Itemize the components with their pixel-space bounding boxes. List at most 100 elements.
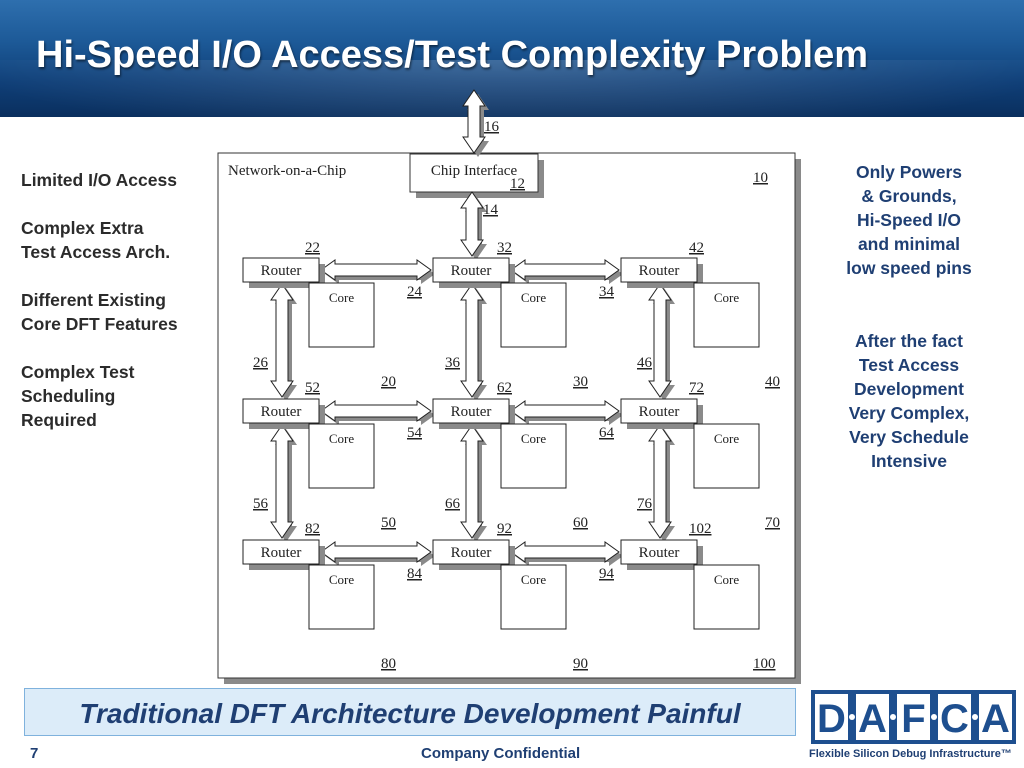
logo-letter-4: A <box>979 694 1012 741</box>
router-label: Router <box>639 545 680 561</box>
ref-92: 92 <box>497 521 512 537</box>
logo-letter-1: A <box>856 694 889 741</box>
ref-16: 16 <box>484 119 500 135</box>
ref-56: 56 <box>253 496 269 512</box>
ref-22: 22 <box>305 240 320 256</box>
ref-46: 46 <box>637 355 653 371</box>
ref-82: 82 <box>305 521 320 537</box>
router-label: Router <box>639 404 680 420</box>
ref-70: 70 <box>765 515 780 531</box>
svg-text:C: C <box>940 697 969 741</box>
ref-90: 90 <box>573 656 588 672</box>
logo-letter-0: D <box>815 694 848 741</box>
ref-80: 80 <box>381 656 396 672</box>
core-r1-c2: Core <box>693 423 760 489</box>
link-v-c0-a <box>270 283 297 401</box>
ref-24: 24 <box>407 284 423 300</box>
ref-50: 50 <box>381 515 396 531</box>
confidential-label: Company Confidential <box>421 745 581 762</box>
router-label: Router <box>261 404 302 420</box>
note-different-existing: Different Existing Core DFT Features <box>21 290 178 334</box>
ref-10: 10 <box>753 170 768 186</box>
link-h-r2-b <box>510 541 623 566</box>
ref-34: 34 <box>599 284 615 300</box>
router-label: Router <box>261 545 302 561</box>
header-band: Hi-Speed I/O Access/Test Complexity Prob… <box>0 0 1024 117</box>
ref-102: 102 <box>689 521 712 537</box>
core-label: Core <box>521 431 547 446</box>
router-label: Router <box>451 263 492 279</box>
link-v-c1-a <box>460 283 487 401</box>
links <box>270 89 675 566</box>
link-h-r2-a <box>320 541 435 566</box>
ref-32: 32 <box>497 240 512 256</box>
ref-20: 20 <box>381 374 396 390</box>
svg-text:F: F <box>901 697 925 741</box>
note-complex-extra: Complex Extra Test Access Arch. <box>21 218 171 262</box>
left-notes: Limited I/O Access Complex Extra Test Ac… <box>21 168 221 456</box>
core-r2-c2: Core <box>693 564 760 630</box>
logo-dot <box>849 714 855 720</box>
chip-interface-link <box>460 191 487 260</box>
link-h-r0-b <box>510 259 623 284</box>
core-r2-c1: Core <box>500 564 567 630</box>
noc-label: Network-on-a-Chip <box>228 163 346 179</box>
logo-dot <box>931 714 937 720</box>
ref-40: 40 <box>765 374 780 390</box>
ref-42: 42 <box>689 240 704 256</box>
chip-interface: Chip Interface <box>409 153 544 198</box>
ref-36: 36 <box>445 355 461 371</box>
link-v-c2-b <box>648 424 675 542</box>
core-r2-c0: Core <box>308 564 375 630</box>
router-label: Router <box>261 263 302 279</box>
ref-72: 72 <box>689 380 704 396</box>
note-only-powers: Only Powers & Grounds, Hi-Speed I/O and … <box>846 162 972 278</box>
link-h-r0-a <box>320 259 435 284</box>
core-r1-c0: Core <box>308 423 375 489</box>
note-limited-io: Limited I/O Access <box>21 170 177 190</box>
ref-84: 84 <box>407 566 423 582</box>
ref-64: 64 <box>599 425 615 441</box>
core-r0-c0: Core <box>308 282 375 348</box>
ref-66: 66 <box>445 496 461 512</box>
core-label: Core <box>714 290 740 305</box>
svg-text:A: A <box>981 697 1010 741</box>
banner: Traditional DFT Architecture Development… <box>24 688 796 736</box>
link-h-r1-b <box>510 400 623 425</box>
core-label: Core <box>329 290 355 305</box>
link-h-r1-a <box>320 400 435 425</box>
ref-52: 52 <box>305 380 320 396</box>
router-label: Router <box>451 545 492 561</box>
ref-76: 76 <box>637 496 653 512</box>
logo-dot <box>890 714 896 720</box>
core-label: Core <box>714 431 740 446</box>
ref-62: 62 <box>497 380 512 396</box>
logo-tagline: Flexible Silicon Debug Infrastructure™ <box>809 748 1012 760</box>
logo-dot <box>972 714 978 720</box>
ref-14: 14 <box>483 202 499 218</box>
link-v-c0-b <box>270 424 297 542</box>
router-label: Router <box>639 263 680 279</box>
ref-54: 54 <box>407 425 423 441</box>
ref-100: 100 <box>753 656 776 672</box>
link-v-c1-b <box>460 424 487 542</box>
core-r0-c1: Core <box>500 282 567 348</box>
ref-numbers: 16 12 14 10 22 32 42 24 34 26 36 46 20 3… <box>253 119 780 672</box>
link-v-c2-a <box>648 283 675 401</box>
ref-60: 60 <box>573 515 588 531</box>
ref-26: 26 <box>253 355 269 371</box>
banner-text: Traditional DFT Architecture Development… <box>79 698 741 729</box>
logo-letter-3: C <box>938 694 971 741</box>
chip-interface-label: Chip Interface <box>431 163 518 179</box>
core-label: Core <box>329 431 355 446</box>
core-label: Core <box>714 572 740 587</box>
note-complex-scheduling: Complex Test Scheduling Required <box>21 362 135 430</box>
